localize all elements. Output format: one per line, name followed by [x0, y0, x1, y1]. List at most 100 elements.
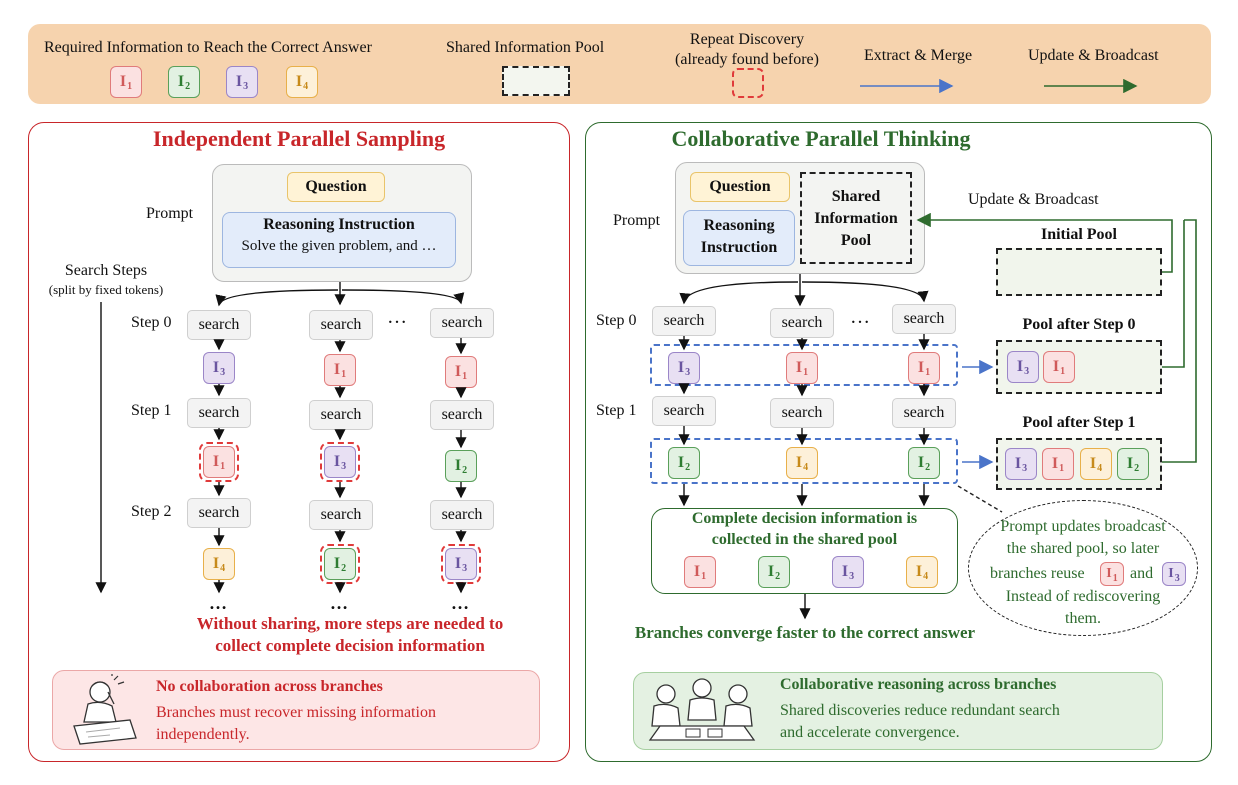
legend-bar: [28, 24, 1211, 104]
right-b3-search1: search: [892, 398, 956, 428]
converge-text: Branches converge faster to the correct …: [634, 623, 976, 642]
right-note-line2: and accelerate convergence.: [780, 724, 960, 741]
legend-required-info: Required Information to Reach the Correc…: [44, 39, 372, 56]
initial-pool-title: Initial Pool: [1040, 226, 1117, 243]
left-step2-label: Step 2: [131, 503, 172, 520]
legend-repeat-line1: Repeat Discovery: [689, 31, 805, 48]
right-reasoning-line2: Instruction: [700, 239, 778, 256]
legend-shared-pool: Shared Information Pool: [446, 39, 605, 56]
left-panel-title: Independent Parallel Sampling: [152, 126, 446, 151]
right-b3-search0: search: [892, 304, 956, 334]
bubble-line5: them.: [1065, 610, 1101, 627]
right-step1-label: Step 1: [596, 402, 637, 419]
left-note-line1: Branches must recover missing informatio…: [156, 704, 436, 721]
bubble-line1: Prompt updates broadcast: [1000, 518, 1166, 535]
left-b1-search1: search: [187, 398, 251, 428]
left-branch-ellipsis: …: [387, 306, 407, 328]
left-reasoning-text: Solve the given problem, and …: [241, 238, 437, 254]
right-reasoning-box: [683, 210, 795, 266]
left-b2-repeat1: [320, 442, 360, 482]
bubble-line3: branches reuse: [990, 565, 1085, 582]
right-note-title: Collaborative reasoning across branches: [780, 676, 1057, 693]
left-b2-search2: search: [309, 500, 373, 530]
team-collaboration-icon: [648, 678, 756, 741]
left-prompt-label: Prompt: [146, 205, 194, 222]
right-b1-search0: search: [652, 306, 716, 336]
legend-pool-swatch: [502, 66, 570, 96]
bubble-line2: the shared pool, so later: [1006, 540, 1160, 557]
right-step0-label: Step 0: [596, 312, 637, 329]
right-b2-search0: search: [770, 308, 834, 338]
legend-update-broadcast: Update & Broadcast: [1028, 47, 1159, 64]
right-branch-ellipsis: …: [850, 306, 870, 328]
right-shared-pool-box: [800, 172, 912, 264]
left-reasoning-title: Reasoning Instruction: [263, 216, 415, 233]
right-update-broadcast-label: Update & Broadcast: [968, 191, 1099, 208]
pool-step0-title: Pool after Step 0: [1022, 316, 1136, 333]
left-b1-dots: …: [209, 593, 227, 613]
right-question-box: Question: [690, 172, 790, 202]
right-pool-line1: Shared: [831, 188, 881, 205]
left-b2-dots: …: [330, 593, 348, 613]
left-b3-search0: search: [430, 308, 494, 338]
complete-line2: collected in the shared pool: [711, 531, 898, 548]
legend-repeat-line2: (already found before): [675, 51, 819, 68]
right-pool-line3: Pool: [840, 232, 872, 249]
stressed-person-icon: [73, 674, 137, 745]
bubble-line4: Instead of rediscovering: [1005, 588, 1161, 605]
left-step0-label: Step 0: [131, 314, 172, 331]
initial-pool-box: [996, 248, 1162, 296]
right-note-line1: Shared discoveries reduce redundant sear…: [780, 702, 1060, 719]
right-panel-title: Collaborative Parallel Thinking: [671, 126, 971, 151]
right-reasoning-line1: Reasoning: [703, 217, 775, 234]
left-b3-search1: search: [430, 400, 494, 430]
left-search-steps-label: Search Steps: [64, 262, 148, 279]
left-search-steps-sub: (split by fixed tokens): [48, 282, 164, 297]
left-panel: [28, 122, 570, 762]
left-question-box: Question: [287, 172, 385, 202]
legend-extract-merge: Extract & Merge: [864, 47, 973, 64]
legend-repeat-swatch: [732, 68, 764, 98]
right-b1-search1: search: [652, 396, 716, 426]
right-prompt-label: Prompt: [613, 212, 661, 229]
bubble-and: and: [1130, 565, 1154, 582]
left-warning-line1: Without sharing, more steps are needed t…: [196, 614, 504, 633]
broadcast-bubble: [968, 500, 1198, 636]
left-b3-dots: …: [451, 593, 469, 613]
left-b2-search0: search: [309, 310, 373, 340]
left-b1-search2: search: [187, 498, 251, 528]
left-b1-repeat1: [199, 442, 239, 482]
left-b1-search0: search: [187, 310, 251, 340]
left-b3-search2: search: [430, 500, 494, 530]
right-b2-search1: search: [770, 398, 834, 428]
